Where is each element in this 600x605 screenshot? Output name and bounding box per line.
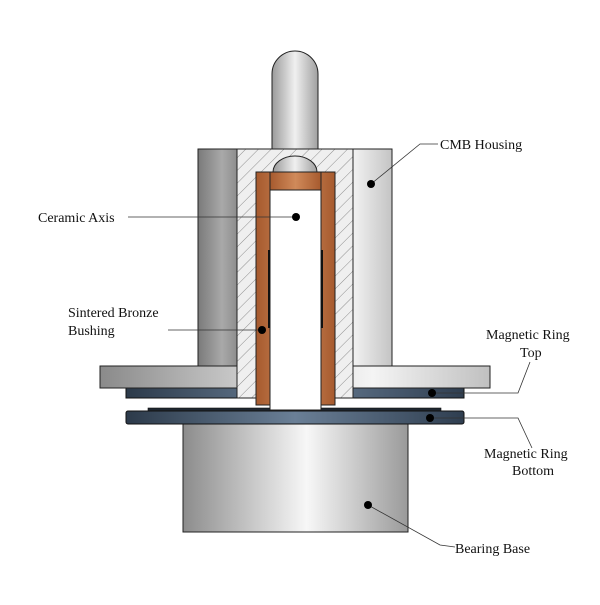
label-cmb-housing: CMB Housing [440,138,522,153]
label-ring-top-line2: Top [520,346,542,361]
bushing-cap [269,171,322,191]
label-ring-bottom-line1: Magnetic Ring [484,447,568,462]
label-ring-bottom-line2: Bottom [512,464,554,479]
label-bushing-line2: Bushing [68,324,115,339]
magnetic-ring-bottom [125,410,465,425]
label-ceramic-axis: Ceramic Axis [38,211,115,226]
label-bushing-line1: Sintered Bronze [68,306,159,321]
leader-lines [128,143,533,548]
pin [271,50,319,150]
bearing-base [182,423,409,533]
ceramic-axis [269,189,322,411]
leader-dots [258,180,436,509]
label-bearing-base: Bearing Base [455,542,530,557]
label-ring-top-line1: Magnetic Ring [486,328,570,343]
housing-right [352,148,393,367]
housing-left [197,148,239,367]
ball-tip [272,155,318,173]
